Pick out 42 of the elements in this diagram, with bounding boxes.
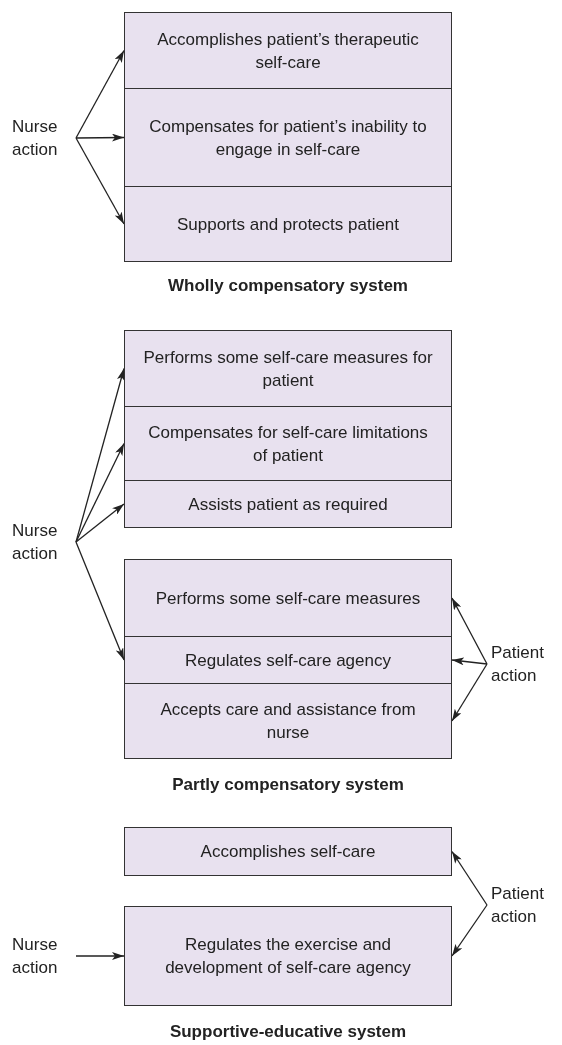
process-box xyxy=(124,330,452,407)
box-text: Assists patient as required xyxy=(188,493,388,516)
box-text: Accepts care and assistance from nurse xyxy=(159,699,417,744)
arrow xyxy=(75,137,125,225)
arrow xyxy=(75,49,125,139)
box-text: Compensates for self-care limitations of patient xyxy=(147,421,429,467)
process-box xyxy=(124,480,452,528)
arrow xyxy=(75,503,125,543)
action-label: Nurse action xyxy=(12,116,59,161)
process-box xyxy=(124,635,452,685)
arrow xyxy=(75,133,125,142)
box-text: Supports and protects patient xyxy=(176,213,400,236)
process-box xyxy=(124,87,452,188)
system-caption: Partly compensatory system xyxy=(171,775,405,795)
arrow xyxy=(75,442,125,543)
process-box xyxy=(124,559,452,637)
process-box xyxy=(124,683,452,759)
arrow xyxy=(451,597,488,665)
arrow xyxy=(451,663,488,722)
arrow xyxy=(451,904,488,957)
arrow xyxy=(75,952,125,960)
arrow xyxy=(451,657,488,666)
action-label: Patient action xyxy=(491,883,545,928)
action-label: Nurse action xyxy=(12,520,59,565)
box-text: Regulates the exercise and development of self-care agency xyxy=(164,934,412,979)
process-box xyxy=(124,906,452,1006)
process-box xyxy=(124,186,452,262)
box-text: Accomplishes patient’s therapeutic self-care xyxy=(156,28,420,74)
box-text: Regulates self-care agency xyxy=(185,649,391,672)
system-caption: Wholly compensatory system xyxy=(167,276,409,296)
box-text: Performs some self-care measures xyxy=(155,587,421,610)
action-label: Nurse action xyxy=(12,934,59,979)
box-text: Compensates for patient’s inability to engage in self-care xyxy=(148,115,428,161)
system-caption: Supportive-educative system xyxy=(168,1022,408,1042)
process-box xyxy=(124,405,452,482)
process-box xyxy=(124,12,452,89)
arrow xyxy=(75,541,125,661)
box-text: Performs some self-care measures for patient xyxy=(142,346,434,392)
action-label: Patient action xyxy=(491,642,545,687)
box-text: Accomplishes self-care xyxy=(200,841,376,863)
arrow xyxy=(451,850,488,906)
process-box xyxy=(124,827,452,876)
